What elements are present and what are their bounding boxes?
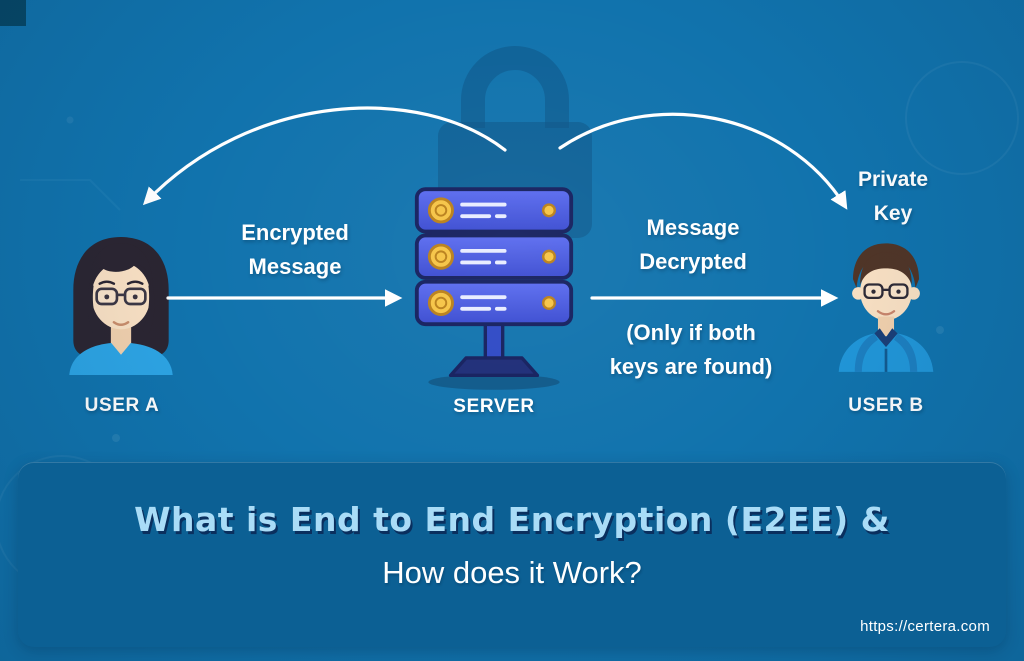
message-decrypted-label: Message Decrypted [598, 211, 788, 279]
user-a-avatar [69, 237, 173, 375]
encrypted-label-line1: Encrypted [241, 220, 349, 245]
title-banner: What is End to End Encryption (E2EE) & H… [18, 462, 1006, 647]
decrypted-label-line2: Decrypted [639, 249, 747, 274]
website-url: https://certera.com [860, 618, 990, 635]
key-arc-to-user-b [558, 112, 848, 210]
user-b-caption: USER B [848, 395, 924, 416]
decrypted-label-line1: Message [646, 215, 740, 240]
private-key-line1: Private [857, 168, 929, 191]
banner-title-line2: How does it Work? [382, 555, 642, 590]
corner-artifact [0, 0, 26, 26]
condition-line2: keys are found) [609, 354, 773, 379]
key-arc-to-user-a [142, 106, 507, 206]
user-a-caption: USER A [84, 395, 160, 416]
banner-title-line1: What is End to End Encryption (E2EE) & [134, 500, 890, 539]
encrypted-label-line2: Message [248, 254, 342, 279]
keys-condition-label: (Only if both keys are found) [578, 316, 804, 384]
server-icon [414, 187, 574, 390]
private-key-label: Private Key [838, 163, 948, 231]
private-key-line2: Key [873, 202, 913, 225]
encrypted-message-label: Encrypted Message [205, 216, 385, 284]
user-b-avatar [838, 243, 934, 372]
condition-line1: (Only if both [626, 320, 756, 345]
server-caption: SERVER [453, 396, 535, 417]
